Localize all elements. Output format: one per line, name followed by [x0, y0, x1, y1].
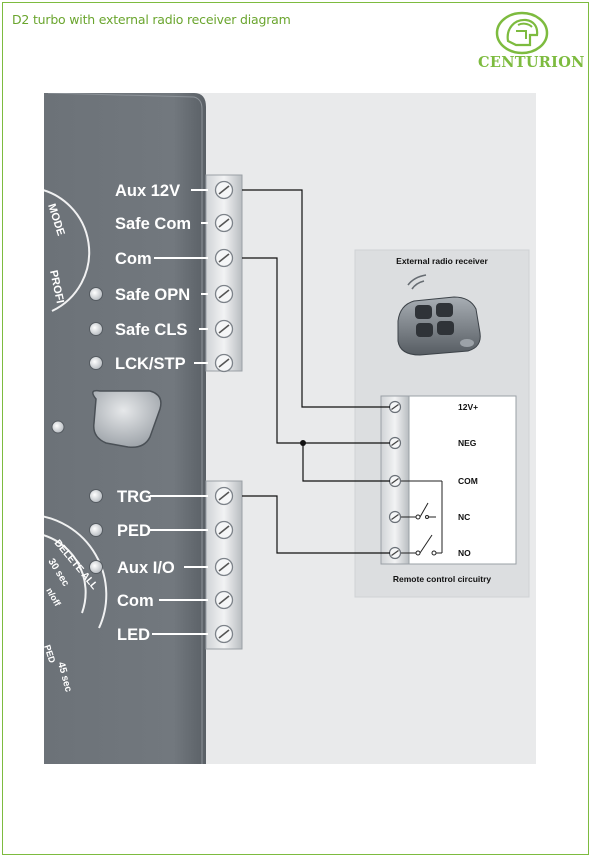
upper-indicator-leds — [89, 287, 103, 370]
centurion-helmet-logo-icon — [495, 11, 549, 55]
lower-indicator-leds — [89, 489, 103, 574]
terminal-label-safe-cls: Safe CLS — [115, 321, 187, 339]
receiver-title: External radio receiver — [396, 256, 488, 266]
terminal-label-com-lower: Com — [117, 592, 154, 610]
wiring — [242, 189, 390, 554]
brand-name: CENTURION — [478, 54, 585, 71]
settings-dial — [44, 515, 108, 629]
wire-trg-to-no — [242, 495, 390, 554]
wire-aux12v-to-12v — [242, 189, 390, 408]
mode-dial — [44, 189, 91, 312]
page-title: D2 turbo with external radio receiver di… — [12, 12, 291, 27]
upper-screws — [214, 180, 234, 373]
receiver-terminal-nc: NC — [458, 512, 470, 522]
lower-screws — [214, 486, 234, 644]
terminal-label-lck-stp: LCK/STP — [115, 355, 186, 373]
remote-control-icon — [397, 274, 481, 356]
terminal-label-safe-com: Safe Com — [115, 215, 191, 233]
ped-dial-label: PED — [44, 644, 57, 665]
wire-neg-to-com — [302, 443, 390, 482]
wire-com-to-neg — [242, 257, 390, 444]
terminal-label-com: Com — [115, 250, 152, 268]
receiver-terminal-no: NO — [458, 548, 471, 558]
terminal-label-trg: TRG — [117, 488, 152, 506]
wiring-diagram: MODE PROFI DELETE ALL 30 sec n/off 45 se… — [44, 93, 536, 764]
terminal-label-ped: PED — [117, 522, 151, 540]
receiver-terminal-12v: 12V+ — [458, 402, 478, 412]
terminal-label-safe-opn: Safe OPN — [115, 286, 190, 304]
terminal-label-aux12v: Aux 12V — [115, 182, 180, 200]
status-led — [51, 420, 65, 434]
receiver-footer: Remote control circuitry — [393, 574, 492, 584]
wire-junction-dot — [300, 440, 306, 446]
terminal-label-aux-io: Aux I/O — [117, 559, 175, 577]
upper-terminal-block — [205, 174, 243, 372]
relay-contact-symbol — [401, 480, 443, 556]
pushbutton — [92, 389, 162, 449]
receiver-terminal-neg: NEG — [458, 438, 477, 448]
receiver-terminal-com: COM — [458, 476, 478, 486]
terminal-label-led: LED — [117, 626, 150, 644]
